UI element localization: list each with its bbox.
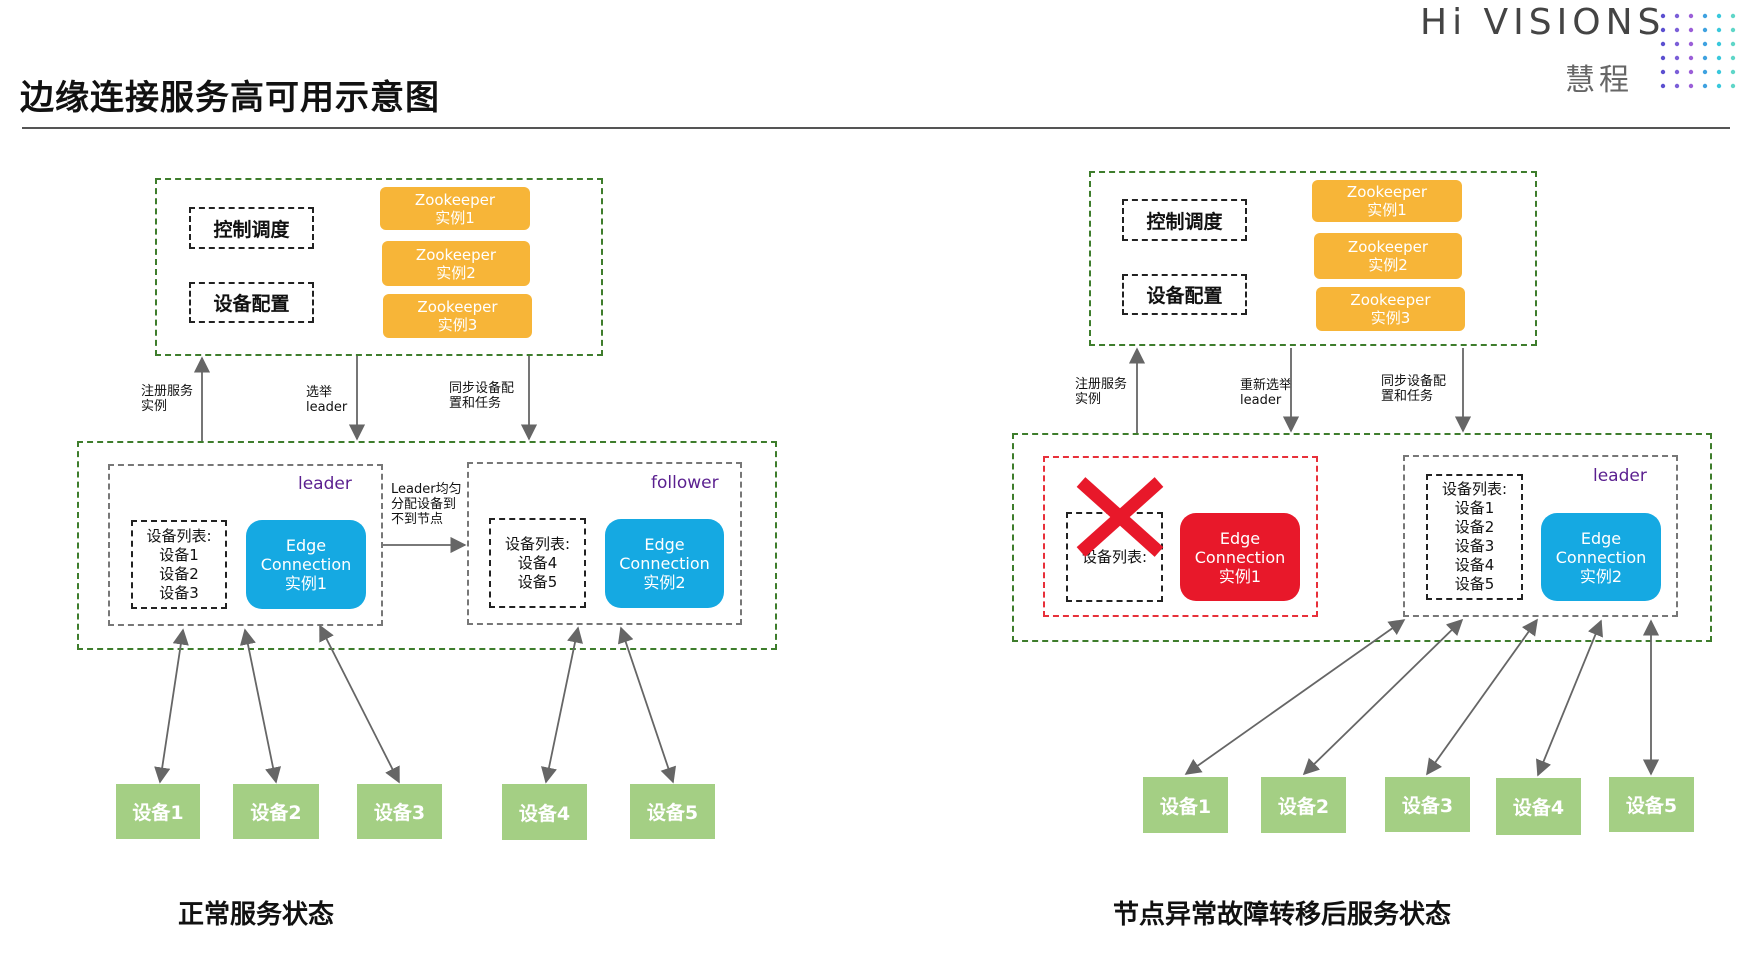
left-control-plane xyxy=(155,178,603,356)
right-link-device-2 xyxy=(1302,618,1464,776)
left-config-box: 设备配置 xyxy=(189,282,314,323)
zk-label: Zookeeper xyxy=(414,190,496,209)
zk-instance: 实例2 xyxy=(436,263,476,282)
left-control-box: 控制调度 xyxy=(189,207,314,249)
left-follower-role: follower xyxy=(651,473,719,493)
logo-text: Hi VISIONS xyxy=(1420,2,1666,43)
right-control-box: 控制调度 xyxy=(1122,199,1247,241)
zk-instance: 实例1 xyxy=(1367,201,1407,219)
left-link-device-5 xyxy=(617,626,677,784)
right-control-plane xyxy=(1089,171,1537,346)
right-state-label: 节点异常故障转移后服务状态 xyxy=(1113,900,1452,930)
left-edge-cluster xyxy=(77,441,777,650)
zk-label: Zookeeper xyxy=(1350,291,1431,309)
left-leader-node xyxy=(108,464,383,626)
left-config-label: 设备配置 xyxy=(213,293,290,315)
right-leader-node xyxy=(1403,455,1678,617)
left-device-2: 设备2 xyxy=(233,784,319,839)
left-link-device-1 xyxy=(154,628,189,784)
left-device-1: 设备1 xyxy=(116,784,200,839)
zk-label: Zookeeper xyxy=(1347,238,1429,256)
zk-instance: 实例1 xyxy=(435,208,475,227)
right-config-box: 设备配置 xyxy=(1122,274,1247,315)
right-control-label: 控制调度 xyxy=(1146,210,1223,233)
left-assign-label: Leader均匀分配设备到不到节点 xyxy=(391,482,462,527)
left-register-label: 注册服务实例 xyxy=(141,384,194,414)
right-link-device-1 xyxy=(1184,619,1406,775)
left-state-label: 正常服务状态 xyxy=(178,900,335,930)
right-sync-label: 同步设备配置和任务 xyxy=(1381,374,1447,404)
left-control-label: 控制调度 xyxy=(213,218,290,241)
zk-instance: 实例2 xyxy=(1368,256,1408,274)
right-link-device-4 xyxy=(1536,619,1603,777)
right-device-3: 设备3 xyxy=(1385,777,1470,832)
zk-instance: 实例3 xyxy=(1370,309,1411,327)
left-link-device-4 xyxy=(541,626,583,784)
left-device-4: 设备4 xyxy=(502,784,587,840)
zk-label: Zookeeper xyxy=(417,298,498,316)
left-sync-label: 同步设备配置和任务 xyxy=(449,381,515,411)
zk-label: Zookeeper xyxy=(1346,183,1428,201)
zk-instance: 实例3 xyxy=(437,316,478,334)
left-device-5: 设备5 xyxy=(630,784,715,839)
title-divider xyxy=(22,127,1730,129)
right-failed-node xyxy=(1043,456,1318,617)
logo-dots-icon xyxy=(1660,13,1736,89)
left-leader-role: leader xyxy=(298,474,352,494)
right-register-label: 注册服务实例 xyxy=(1075,377,1128,407)
right-link-device-3 xyxy=(1426,618,1538,776)
left-device-3: 设备3 xyxy=(357,784,442,839)
right-device-2: 设备2 xyxy=(1261,777,1346,833)
right-device-5: 设备5 xyxy=(1609,777,1694,832)
logo-cn: 慧程 xyxy=(1565,63,1633,98)
page-title: 边缘连接服务高可用示意图 xyxy=(20,78,440,118)
right-leader-role: leader xyxy=(1593,466,1647,486)
failure-cross-icon xyxy=(1076,477,1164,557)
right-device-1: 设备1 xyxy=(1143,777,1228,833)
zk-label: Zookeeper xyxy=(415,245,497,264)
left-follower-node xyxy=(467,462,742,625)
right-config-label: 设备配置 xyxy=(1146,285,1223,307)
right-device-4: 设备4 xyxy=(1496,778,1581,835)
left-link-device-2 xyxy=(239,628,282,784)
